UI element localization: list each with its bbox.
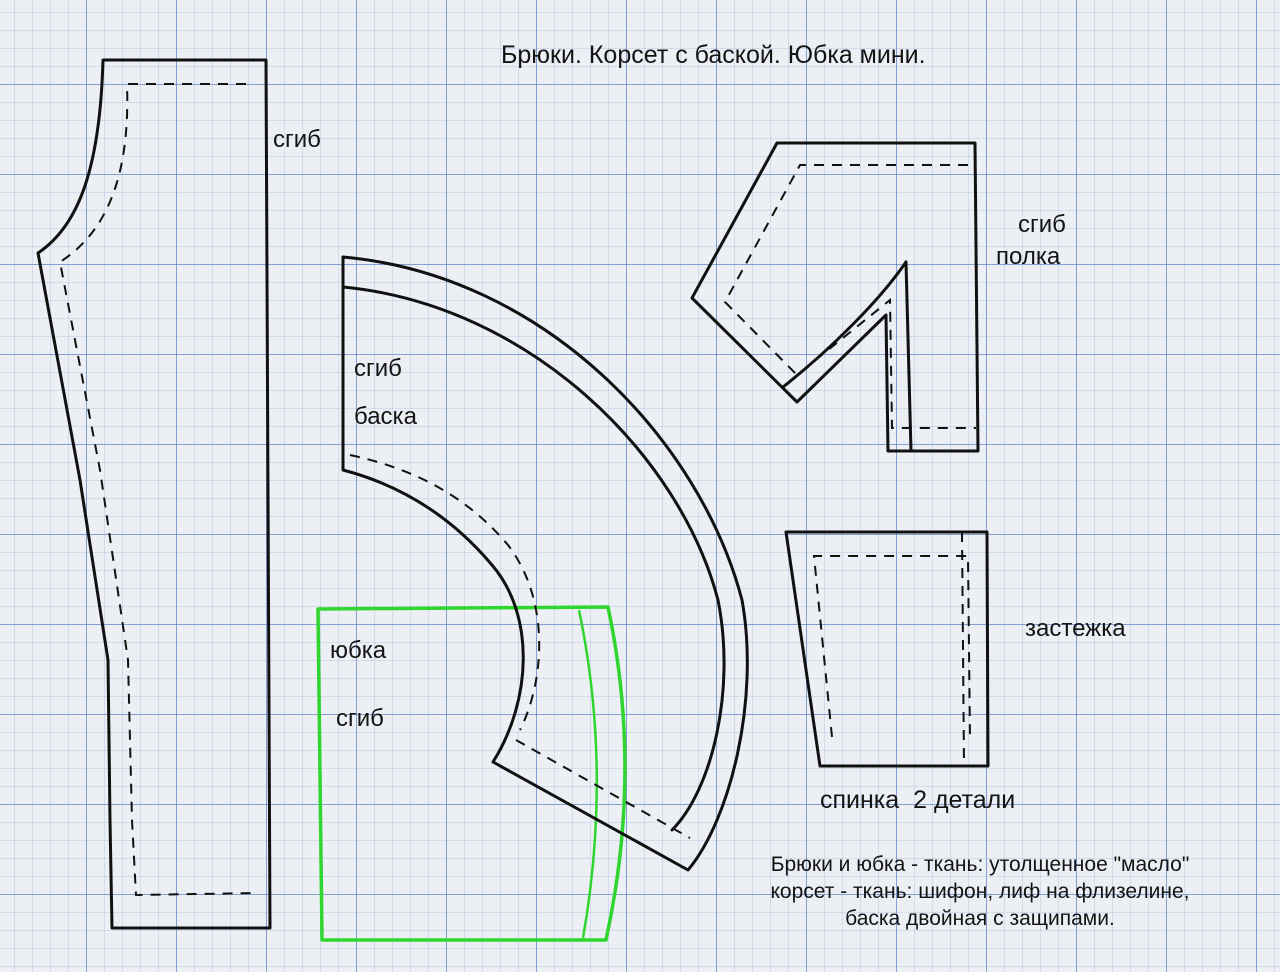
trousers-seam-allowance (58, 83, 259, 897)
back-bodice-seam-allowance (812, 555, 971, 741)
front-bodice-inner-line (904, 260, 913, 453)
back-name-label: спинка 2 детали (820, 786, 1016, 814)
basque-fold-label: сгиб (354, 355, 402, 382)
front-bodice-dart-line (781, 260, 908, 389)
trousers-outline (36, 58, 272, 930)
skirt-piece (316, 605, 627, 942)
fabric-note-line: Брюки и юбка - ткань: утолщенное "масло" (770, 853, 1190, 876)
back-bodice-closure-line (961, 531, 965, 767)
front-fold-label: сгиб (1018, 211, 1066, 238)
front-bodice-outline (690, 141, 980, 453)
front-bodice-seam-allowance (723, 164, 976, 429)
skirt-outline (316, 605, 627, 942)
back-bodice-piece (784, 530, 990, 768)
basque-name-label: баска (354, 403, 417, 430)
basque-outline (341, 255, 749, 872)
back-closure-label: застежка (1025, 615, 1126, 642)
trousers-fold-label: сгиб (273, 126, 321, 153)
skirt-name-label: юбка (330, 637, 387, 664)
back-bodice-outline (784, 530, 990, 768)
fabric-note-line: баска двойная с защипами. (845, 907, 1115, 930)
trousers-piece (36, 58, 272, 930)
skirt-hem-line (577, 609, 599, 939)
basque-inner-line (341, 285, 726, 832)
fabric-note-line: корсет - ткань: шифон, лиф на флизелине, (770, 880, 1190, 903)
fabric-notes: Брюки и юбка - ткань: утолщенное "масло"… (700, 851, 1260, 932)
skirt-fold-label: сгиб (336, 705, 384, 732)
basque-piece (341, 255, 749, 872)
basque-seam-bottom (515, 739, 691, 839)
basque-seam-top (349, 454, 541, 731)
pattern-title: Брюки. Корсет с баской. Юбка мини. (501, 41, 926, 69)
front-name-label: полка (996, 243, 1061, 270)
front-bodice-piece (690, 141, 980, 453)
